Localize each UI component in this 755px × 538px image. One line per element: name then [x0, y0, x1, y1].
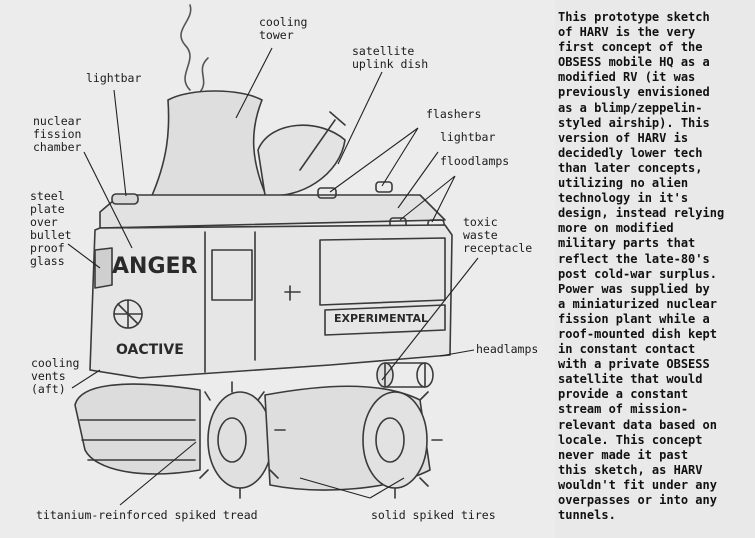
body [89, 224, 453, 379]
vehicle-sketch: ANGER OACTIVE EXPERIMENTAL cooling tower… [30, 4, 539, 522]
spiked-tread [74, 383, 201, 475]
label-lightbar-left: lightbar [86, 71, 142, 85]
label-headlamps: headlamps [476, 342, 539, 356]
concept-description: This prototype sketch of HARV is the ver… [558, 10, 725, 523]
label-floodlamps: floodlamps [440, 154, 510, 168]
cooling-tower [149, 90, 269, 201]
label-satellite-dish: satellite uplink dish [352, 44, 429, 71]
roof [99, 194, 446, 229]
label-nuclear-chamber: nuclear fission chamber [33, 114, 82, 154]
label-steel-plate: steel plate over bullet proof glass [30, 189, 72, 268]
vehicle-drawing [67, 4, 479, 506]
label-cooling-tower: cooling tower [259, 15, 308, 42]
spiked-tire-rear [362, 391, 428, 489]
label-flashers: flashers [426, 107, 482, 121]
label-spiked-tread: titanium-reinforced spiked tread [36, 508, 258, 522]
vehicle-text-danger: ANGER [112, 254, 198, 279]
vehicle-text-radioactive: OACTIVE [116, 342, 184, 358]
label-cooling-vents: cooling vents (aft) [31, 356, 80, 396]
window [94, 247, 113, 289]
smoke [180, 4, 209, 93]
label-toxic-waste: toxic waste receptacle [463, 215, 533, 255]
label-spiked-tires: solid spiked tires [371, 508, 496, 522]
satellite-dish [257, 124, 346, 197]
label-lightbar-right: lightbar [440, 130, 496, 144]
vehicle-text-experimental: EXPERIMENTAL [334, 312, 428, 325]
